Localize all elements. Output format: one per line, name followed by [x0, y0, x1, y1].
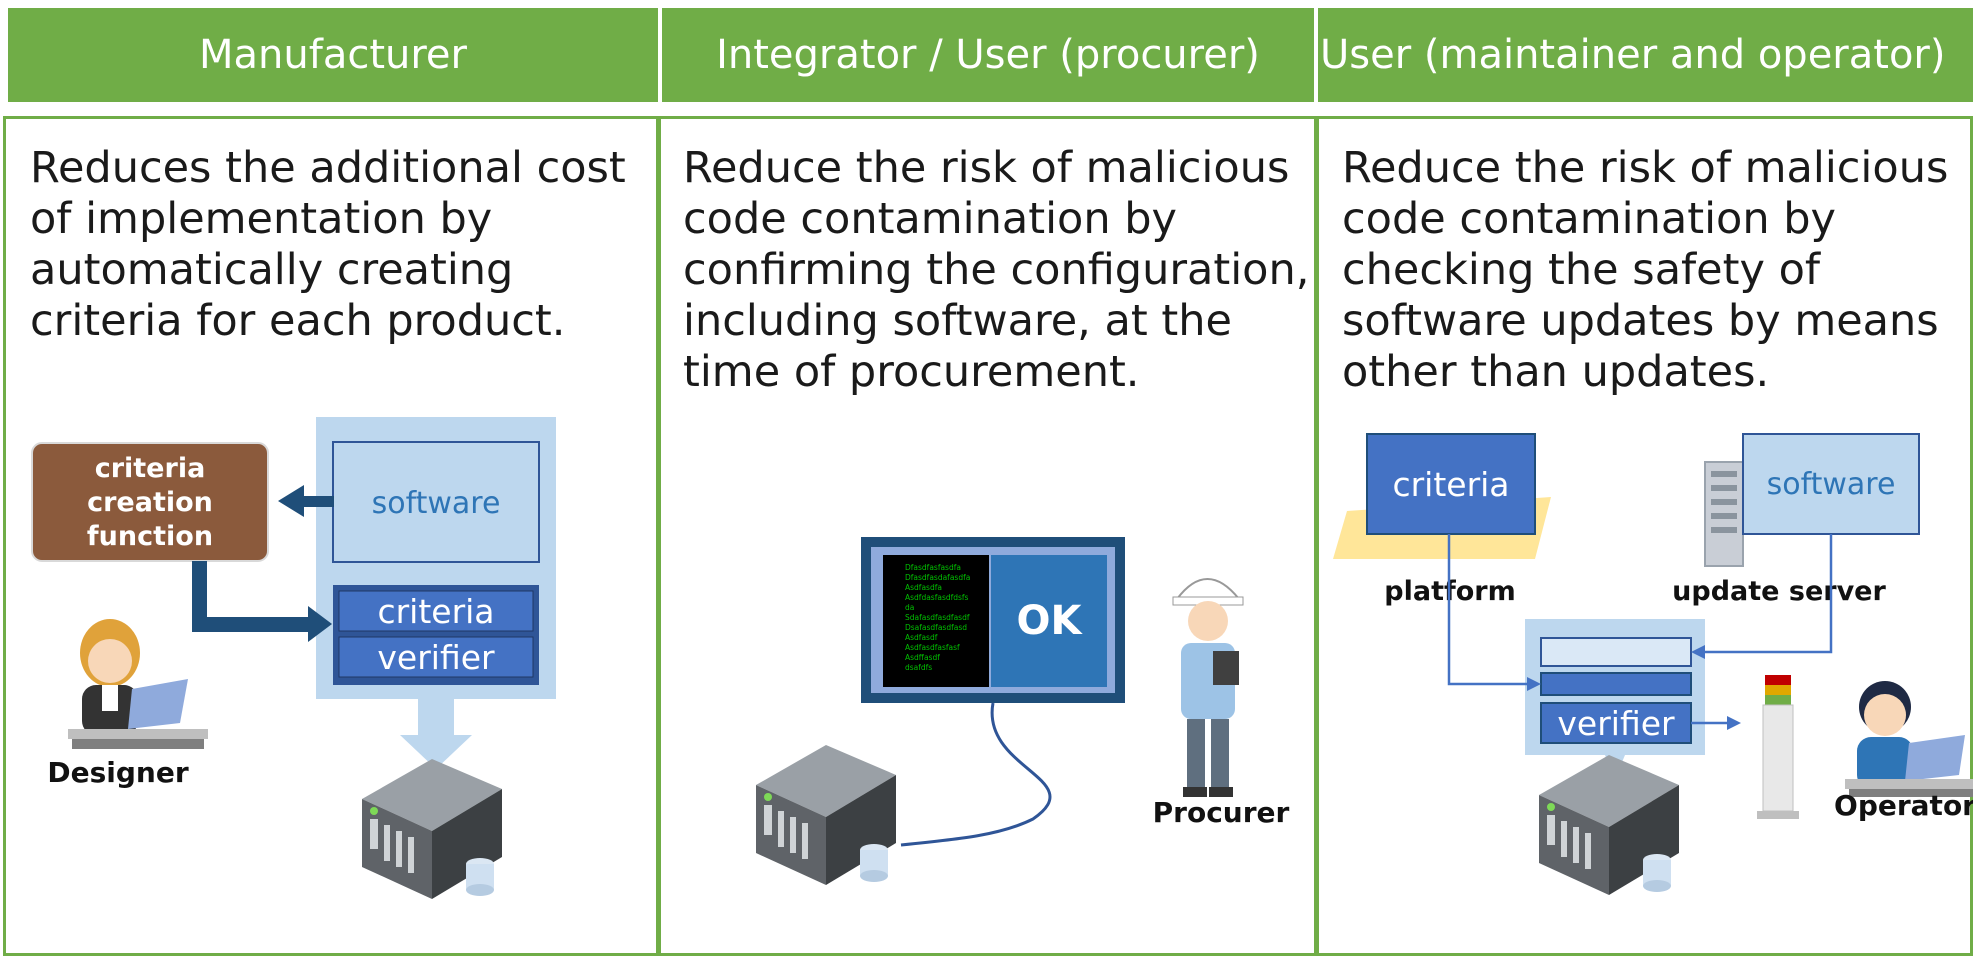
ok-panel	[991, 555, 1107, 687]
criteria-to-verifier-line	[1447, 534, 1531, 686]
verifier-slot	[1540, 702, 1692, 744]
verifier-label: verifier	[1557, 704, 1675, 743]
description-line: Reduces the additional cost	[30, 143, 626, 193]
code-line: Dfasdfasfasdfa	[905, 563, 961, 572]
verifier-to-light-line	[1691, 716, 1741, 730]
code-line: da	[905, 603, 914, 612]
update-software-label: software	[1767, 467, 1896, 502]
monitor-cable	[900, 702, 1052, 847]
software-to-verifier-line	[1703, 534, 1833, 654]
operator-illustration	[1845, 681, 1973, 797]
update-server-label: update server	[1672, 576, 1886, 607]
header-user-label: User (maintainer and operator)	[1320, 32, 1946, 78]
criteria-box	[338, 590, 534, 632]
description-user: Reduce the risk of malicious code contam…	[1342, 143, 1948, 398]
server-rack-icon	[1704, 461, 1744, 567]
designer-illustration	[68, 619, 208, 749]
description-line: Reduce the risk of malicious	[683, 143, 1290, 193]
code-line: Asdfasdfa	[905, 583, 942, 592]
new-software-slot	[1540, 637, 1692, 667]
header-integrator-label: Integrator / User (procurer)	[716, 32, 1260, 78]
description-line: checking the safety of	[1342, 245, 1821, 295]
code-line: dsafdfs	[905, 663, 932, 672]
user-diagram: criteria platform software update server…	[1333, 433, 1973, 895]
platform-criteria-box	[1366, 433, 1536, 535]
description-integrator: Reduce the risk of malicious code contam…	[683, 143, 1309, 398]
description-line: other than updates.	[1342, 347, 1770, 397]
description-line: automatically creating	[30, 245, 514, 295]
criteria-slot	[1540, 672, 1692, 696]
header-manufacturer: Manufacturer	[8, 8, 658, 102]
software-label: software	[372, 486, 501, 521]
server-icon	[362, 759, 502, 899]
header-user: User (maintainer and operator)	[1318, 8, 1973, 102]
code-line: Asdfdasfasdfdsfs	[905, 593, 969, 602]
function-line: criteria	[95, 453, 206, 484]
criteria-arrowhead	[1527, 677, 1541, 691]
designer-label: Designer	[47, 756, 188, 789]
software-arrowhead	[1691, 645, 1705, 659]
ok-label: OK	[1017, 598, 1084, 644]
description-line: time of procurement.	[683, 347, 1140, 397]
description-line: criteria for each product.	[30, 296, 566, 346]
code-line: Asdffasdf	[905, 653, 940, 662]
code-line: Dsafasdfasdfasd	[905, 623, 967, 632]
code-screen	[883, 555, 989, 687]
header-manufacturer-label: Manufacturer	[199, 32, 467, 78]
arrow-software-to-function	[278, 485, 334, 517]
description-line: software updates by means	[1342, 296, 1939, 346]
function-line: function	[87, 521, 213, 552]
integrator-diagram: OK Dfasdfasfasdfa Dfasdfasdafasdfa Asdfa…	[756, 537, 1290, 885]
procurer-label: Procurer	[1153, 796, 1290, 829]
code-line: Sdafasdfasdfasdf	[905, 613, 970, 622]
server-icon	[756, 745, 896, 885]
arrow-function-to-criteria	[192, 561, 332, 642]
manufacturer-diagram: software criteria verifier criteria crea…	[31, 417, 556, 899]
panel-integrator: Reduce the risk of malicious code contam…	[658, 116, 1317, 956]
code-line: Asdfasdf	[905, 633, 938, 642]
platform-criteria-label: criteria	[1392, 465, 1509, 504]
arrow-down-to-server	[400, 699, 472, 769]
verifier-box	[338, 636, 534, 678]
operator-label: Operator	[1834, 789, 1973, 822]
header-integrator: Integrator / User (procurer)	[662, 8, 1314, 102]
procurer-illustration	[1172, 578, 1244, 797]
code-line: Asdfasdfasfasf	[905, 643, 960, 652]
verifier-label: verifier	[377, 638, 495, 677]
panel-manufacturer: Reduces the additional cost of implement…	[3, 116, 659, 956]
description-line: code contamination by	[683, 194, 1177, 244]
code-line: Dfasdfasdafasdfa	[905, 573, 970, 582]
description-manufacturer: Reduces the additional cost of implement…	[30, 143, 626, 347]
criteria-function-box	[31, 442, 269, 562]
description-line: including software, at the	[683, 296, 1232, 346]
code-lines: Dfasdfasfasdfa Dfasdfasdafasdfa Asdfasdf…	[905, 563, 970, 672]
server-icon	[1539, 755, 1679, 895]
function-line: creation	[87, 487, 213, 518]
panel-user: Reduce the risk of malicious code contam…	[1316, 116, 1973, 956]
criteria-label: criteria	[377, 592, 494, 631]
description-line: of implementation by	[30, 194, 493, 244]
description-line: Reduce the risk of malicious	[1342, 143, 1949, 193]
update-software-box	[1742, 433, 1920, 535]
signal-tower-icon	[1757, 675, 1799, 819]
description-line: confirming the configuration,	[683, 245, 1310, 295]
description-line: code contamination by	[1342, 194, 1836, 244]
